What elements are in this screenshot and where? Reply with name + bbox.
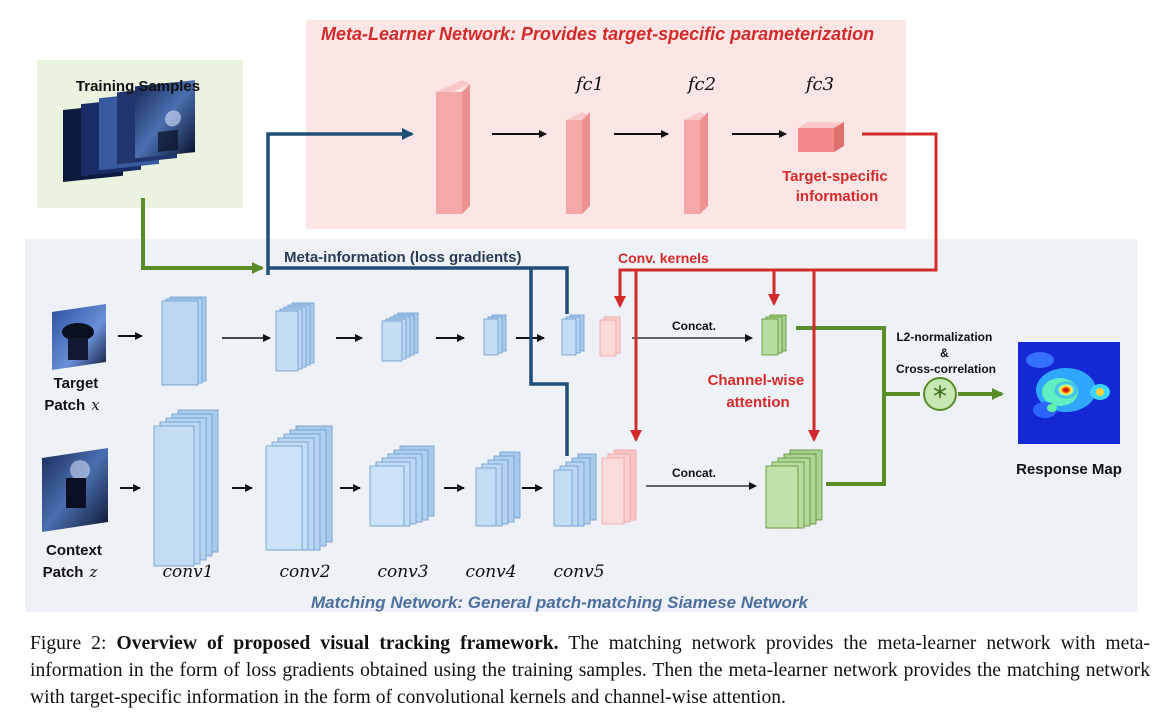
response-map <box>1018 342 1120 444</box>
blue-arrow-from-target <box>268 266 569 314</box>
response-map-label: Response Map <box>1016 461 1122 478</box>
target-adapt-layer <box>599 316 621 357</box>
l2-label: L2-normalization & Cross-correlation <box>896 330 996 376</box>
meta-learner-title: Meta-Learner Network: Provides target-sp… <box>321 24 875 44</box>
target-info-label: Target-specific information <box>782 168 892 205</box>
meta-layer-input <box>436 80 470 214</box>
target-conv2 <box>275 302 315 372</box>
red-arrow-main <box>614 132 938 308</box>
target-conv4 <box>483 314 507 356</box>
caption-figure-label: Figure 2: <box>30 633 107 654</box>
target-info-line1: Target-specific <box>782 168 888 185</box>
green-arrow-context <box>826 394 886 486</box>
target-conv1 <box>161 296 207 386</box>
conv5-label: conv5 <box>553 562 604 582</box>
context-conv3 <box>369 445 435 527</box>
target-green-layer <box>761 314 787 356</box>
target-patch-line2: Patch <box>44 397 85 414</box>
cross-correlation-operator <box>923 377 957 411</box>
fc2-label: fc2 <box>686 74 716 95</box>
figure-caption: Figure 2: Overview of proposed visual tr… <box>30 630 1150 711</box>
conv3-label: conv3 <box>377 562 428 582</box>
green-arrow-training <box>141 198 264 274</box>
channel-attention-line1: Channel-wise <box>708 372 805 389</box>
channel-attention-line2: attention <box>726 394 789 411</box>
context-patch-line2: Patch <box>43 564 84 581</box>
context-conv2 <box>265 425 333 551</box>
l2-line3: Cross-correlation <box>896 362 996 376</box>
concat-label-bottom: Concat. <box>672 466 716 480</box>
fc3-label: fc3 <box>804 74 834 95</box>
meta-layer-fc1 <box>566 112 590 214</box>
matching-network-title: Matching Network: General patch-matching… <box>311 593 808 612</box>
target-patch-image <box>52 304 106 370</box>
fc1-label: fc1 <box>574 74 604 95</box>
target-conv3 <box>381 312 419 362</box>
l2-line2: & <box>940 346 949 360</box>
conv-operator-symbol: * <box>933 380 947 413</box>
caption-body: The matching network provides the meta-l… <box>30 633 1151 708</box>
meta-information-label: Meta-information (loss gradients) <box>284 249 522 266</box>
channel-attention-label: Channel-wise attention <box>708 372 809 411</box>
context-conv1 <box>153 409 219 567</box>
context-patch-image <box>42 448 108 532</box>
target-conv5 <box>561 314 585 356</box>
target-patch-line1: Target <box>54 375 99 392</box>
training-samples-label: Training Samples <box>76 78 200 95</box>
context-green-layer <box>765 449 823 529</box>
caption-bold-title: Overview of proposed visual tracking fra… <box>116 633 559 654</box>
context-conv4 <box>475 451 521 527</box>
framework-diagram: * Training Samples fc1 fc2 fc3 Target-sp… <box>25 20 1137 612</box>
target-patch-symbol: x <box>91 396 100 414</box>
conv-kernels-label: Conv. kernels <box>618 250 709 266</box>
context-conv5 <box>553 453 597 527</box>
context-patch-symbol: z <box>88 563 97 581</box>
target-info-line2: information <box>796 188 879 205</box>
conv2-label: conv2 <box>279 562 330 582</box>
training-samples-image <box>63 80 195 182</box>
l2-line1: L2-normalization <box>896 330 992 344</box>
concat-label-top: Concat. <box>672 319 716 333</box>
conv1-label: conv1 <box>162 562 213 582</box>
blue-arrow-meta-info <box>266 128 414 275</box>
blue-arrow-from-context <box>529 268 569 456</box>
conv4-label: conv4 <box>465 562 516 582</box>
meta-layer-fc2 <box>684 112 708 214</box>
context-adapt-layer <box>601 449 637 525</box>
context-patch-line1: Context <box>46 542 102 559</box>
green-arrow-target <box>796 326 920 396</box>
meta-layer-fc3 <box>798 122 844 152</box>
